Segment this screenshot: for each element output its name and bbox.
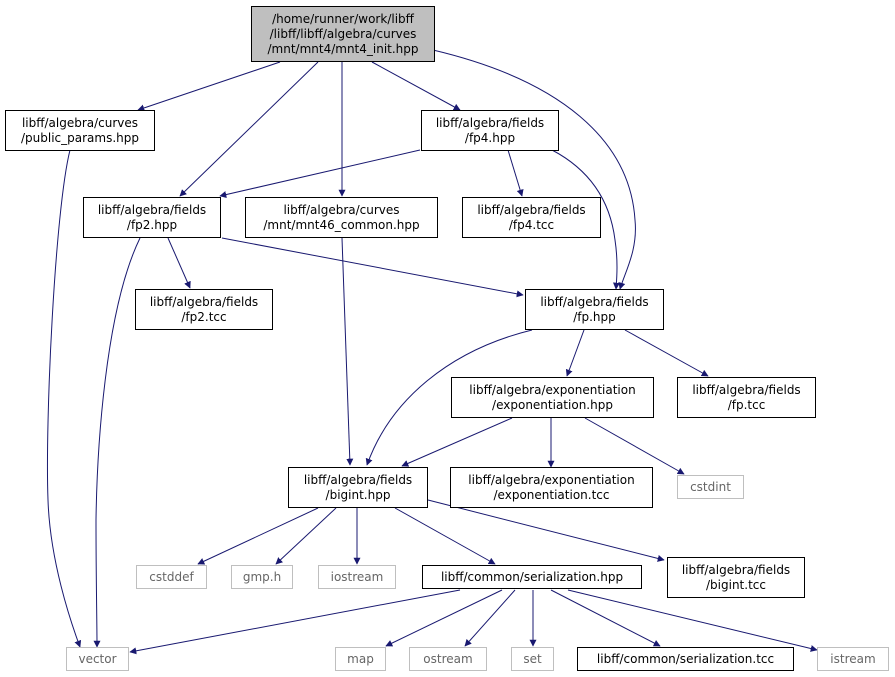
node-label-line-1: libff/algebra/fields xyxy=(435,115,545,130)
node-label-line-3: /mnt/mnt4/mnt4_init.hpp xyxy=(267,41,419,56)
edge-fp4-fphpp xyxy=(551,149,620,290)
node-exponentiation-hpp[interactable]: libff/algebra/exponentiation /exponentia… xyxy=(451,377,654,418)
node-fp4-tcc[interactable]: libff/algebra/fields /fp4.tcc xyxy=(462,197,601,238)
node-label-line-2: /fp4.hpp xyxy=(464,130,516,145)
edge-ser-istream xyxy=(567,589,818,652)
edge-fphpp-bigint xyxy=(365,329,533,466)
edge-ser-ostream xyxy=(464,589,516,647)
node-label-line-2: /fp.hpp xyxy=(573,309,616,324)
node-label-line-2: /mnt/mnt46_common.hpp xyxy=(263,217,420,232)
node-label-line-1: libff/algebra/fields xyxy=(692,382,801,397)
node-label-line-1: libff/algebra/curves xyxy=(21,115,139,130)
edge-root-fphpp xyxy=(432,49,636,290)
node-label-line-2: /fp.tcc xyxy=(727,397,766,412)
node-fp2-tcc[interactable]: libff/algebra/fields /fp2.tcc xyxy=(135,289,273,330)
node-iostream[interactable]: iostream xyxy=(318,565,396,589)
node-fp4-hpp[interactable]: libff/algebra/fields /fp4.hpp xyxy=(421,110,559,151)
node-serialization-tcc[interactable]: libff/common/serialization.tcc xyxy=(577,647,794,671)
node-label: libff/common/serialization.hpp xyxy=(440,569,624,584)
node-label-line-1: libff/algebra/fields xyxy=(477,202,586,217)
node-label-line-2: /exponentiation.hpp xyxy=(492,397,613,412)
edge-bigint-biginttcc xyxy=(427,499,665,562)
node-istream[interactable]: istream xyxy=(817,647,889,671)
node-label-line-1: /home/runner/work/libff xyxy=(272,11,414,26)
edge-root-fp4hpp xyxy=(371,61,461,111)
node-label-line-2: /bigint.tcc xyxy=(706,577,766,592)
node-label: ostream xyxy=(423,651,473,666)
node-label-line-1: libff/algebra/fields xyxy=(540,294,649,309)
node-vector[interactable]: vector xyxy=(66,647,129,671)
node-label: cstdint xyxy=(690,479,731,494)
node-label-line-2: /libff/libff/algebra/curves xyxy=(269,26,417,41)
node-exponentiation-tcc[interactable]: libff/algebra/exponentiation /exponentia… xyxy=(450,467,653,508)
node-label-line-1: libff/algebra/fields xyxy=(681,562,791,577)
edge-fp2-fp2tcc xyxy=(167,237,191,289)
node-label: istream xyxy=(830,651,876,666)
node-label: libff/common/serialization.tcc xyxy=(596,651,775,666)
node-label-line-1: libff/algebra/exponentiation xyxy=(469,382,636,397)
node-label-line-1: libff/algebra/fields xyxy=(97,202,207,217)
edge-fphpp-exp xyxy=(565,329,585,377)
edge-root-fp4 xyxy=(179,61,319,197)
node-label-line-2: /public_params.hpp xyxy=(20,130,139,145)
edge-fp2-vector xyxy=(93,237,141,648)
node-label: iostream xyxy=(330,569,384,584)
edge-public-params-vector xyxy=(46,149,82,648)
edge-fp2-fphpp xyxy=(221,237,524,298)
node-serialization-hpp[interactable]: libff/common/serialization.hpp xyxy=(422,565,642,589)
node-bigint-hpp[interactable]: libff/algebra/fields /bigint.hpp xyxy=(288,467,428,508)
node-label-line-2: /fp4.tcc xyxy=(508,217,555,232)
edge-ser-map xyxy=(385,589,503,647)
node-fp-tcc[interactable]: libff/algebra/fields /fp.tcc xyxy=(677,377,816,418)
edge-bigint-cstddef xyxy=(197,507,319,565)
edge-mnt46-bigint xyxy=(341,237,354,466)
node-label: gmp.h xyxy=(242,569,282,584)
node-fp2-hpp[interactable]: libff/algebra/fields /fp2.hpp xyxy=(83,197,221,238)
node-label: vector xyxy=(78,651,117,666)
node-ostream[interactable]: ostream xyxy=(409,647,487,671)
node-label-line-1: libff/algebra/fields xyxy=(149,294,259,309)
node-label-line-2: /exponentiation.tcc xyxy=(493,487,610,502)
node-mnt46-common-hpp[interactable]: libff/algebra/curves /mnt/mnt46_common.h… xyxy=(245,197,438,238)
node-set[interactable]: set xyxy=(511,647,554,671)
edge-bigint-gmp xyxy=(275,507,337,565)
node-label-line-1: libff/algebra/fields xyxy=(303,472,413,487)
node-fp-hpp[interactable]: libff/algebra/fields /fp.hpp xyxy=(525,289,664,330)
node-label-line-2: /bigint.hpp xyxy=(325,487,391,502)
node-label: set xyxy=(523,651,542,666)
node-mnt4-init-hpp[interactable]: /home/runner/work/libff /libff/libff/alg… xyxy=(251,6,435,62)
node-label-line-2: /fp2.tcc xyxy=(181,309,227,324)
edge-ser-sertcc xyxy=(550,589,661,647)
node-label-line-1: libff/algebra/curves xyxy=(283,202,400,217)
node-bigint-tcc[interactable]: libff/algebra/fields /bigint.tcc xyxy=(667,557,805,598)
edge-exp-bigint xyxy=(401,417,513,467)
node-label-line-2: /fp2.hpp xyxy=(126,217,178,232)
edge-ser-vector xyxy=(129,589,461,655)
node-cstddef[interactable]: cstddef xyxy=(136,565,207,589)
node-label-line-1: libff/algebra/exponentiation xyxy=(468,472,635,487)
node-gmp-h[interactable]: gmp.h xyxy=(231,565,293,589)
edge-fphpp-fptcc xyxy=(624,329,709,377)
node-cstdint[interactable]: cstdint xyxy=(677,475,744,499)
node-label: map xyxy=(347,651,374,666)
edge-root-public-params xyxy=(137,61,281,112)
edge-fp4-fp2 xyxy=(219,149,421,198)
node-map[interactable]: map xyxy=(335,647,386,671)
edge-fp4-fp4tcc xyxy=(507,149,524,197)
edge-exp-cstdint xyxy=(584,417,685,475)
edge-bigint-serialization xyxy=(394,507,496,565)
node-label: cstddef xyxy=(149,569,194,584)
node-public-params-hpp[interactable]: libff/algebra/curves /public_params.hpp xyxy=(5,110,155,151)
